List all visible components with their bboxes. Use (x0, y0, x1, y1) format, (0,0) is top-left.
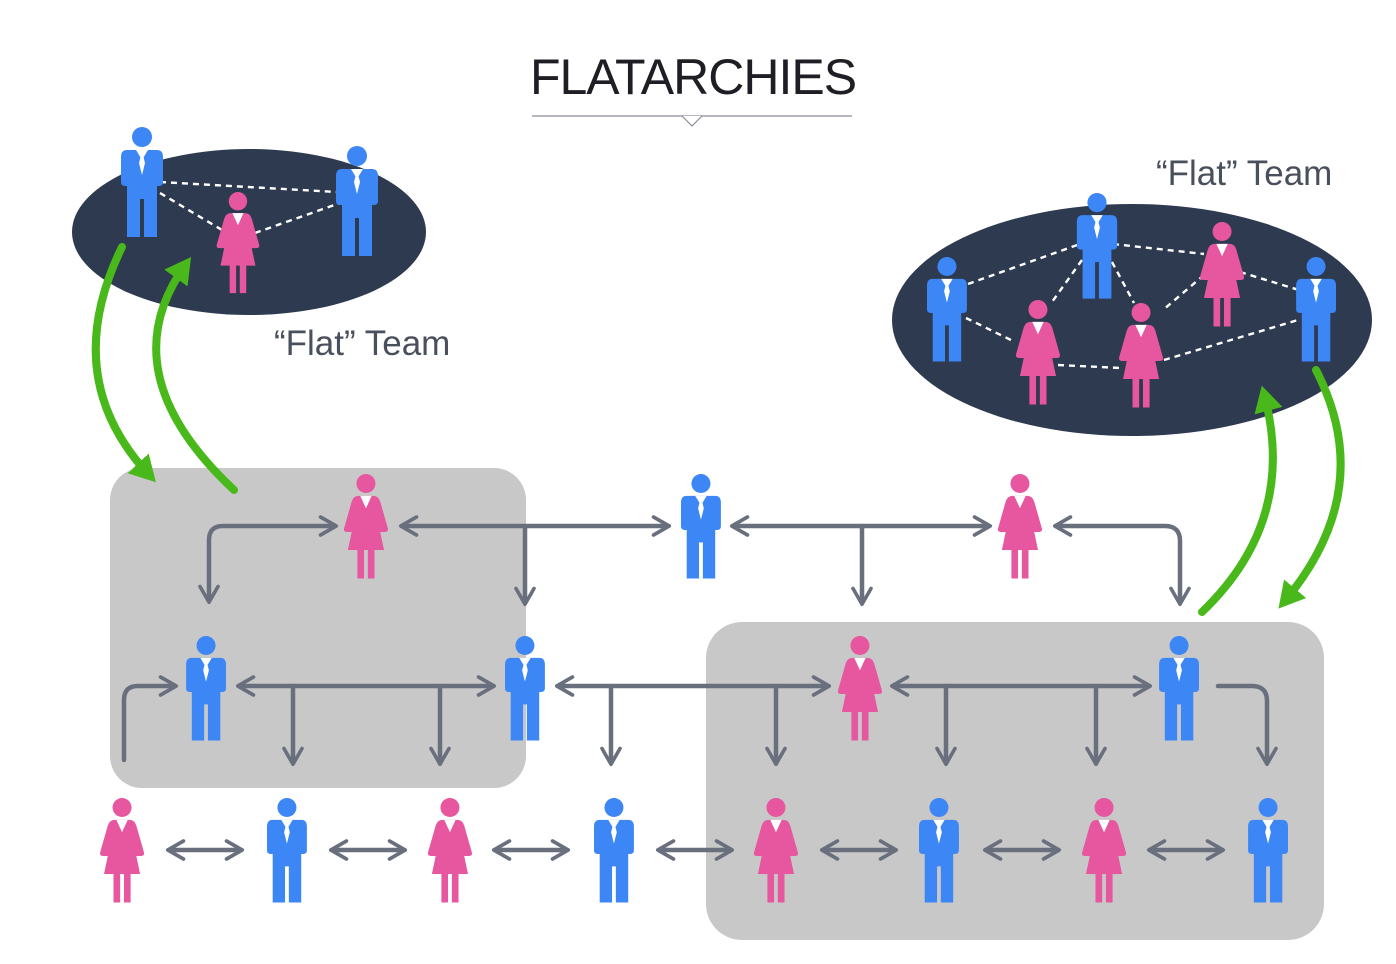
highlight-box-right (706, 622, 1324, 940)
hierarchy-arrow (198, 515, 339, 605)
title-underline-notch (681, 115, 703, 127)
team-dashed-links (159, 180, 1300, 370)
level-1-man-icon (681, 474, 721, 579)
dashed-link (254, 201, 341, 235)
level-1-woman-icon (997, 474, 1042, 579)
team-swap-arrows (91, 243, 1345, 616)
dashed-link (1112, 242, 1205, 256)
swap-arrow (152, 256, 238, 494)
swap-arrow (1278, 366, 1345, 609)
hierarchy-arrow (1052, 515, 1191, 607)
swap-arrow (91, 243, 156, 483)
level-3-man-icon (594, 798, 634, 903)
level-3-man-icon (267, 798, 307, 903)
dashed-link (159, 191, 223, 232)
flat-team-oval-right (892, 204, 1372, 436)
hierarchy-connectors (121, 515, 1278, 861)
dashed-link (1163, 318, 1299, 362)
level-3-woman-icon (427, 798, 472, 903)
team-label-left: “Flat” Team (274, 324, 451, 363)
dashed-link (1051, 259, 1083, 303)
dashed-link (159, 180, 337, 194)
level-3-woman-icon (100, 798, 145, 903)
background-layer (72, 149, 1372, 940)
swap-arrow (1198, 385, 1283, 616)
team-label-right: “Flat” Team (1156, 154, 1333, 193)
highlight-box-left (110, 468, 526, 788)
dashed-link (967, 242, 1081, 286)
dashed-link (965, 316, 1016, 344)
hierarchy-arrow (1215, 683, 1278, 767)
dashed-link (1162, 274, 1205, 311)
dashed-link (1110, 261, 1136, 304)
page-title: FLATARCHIES (529, 49, 857, 105)
hierarchy-arrow (121, 675, 179, 763)
